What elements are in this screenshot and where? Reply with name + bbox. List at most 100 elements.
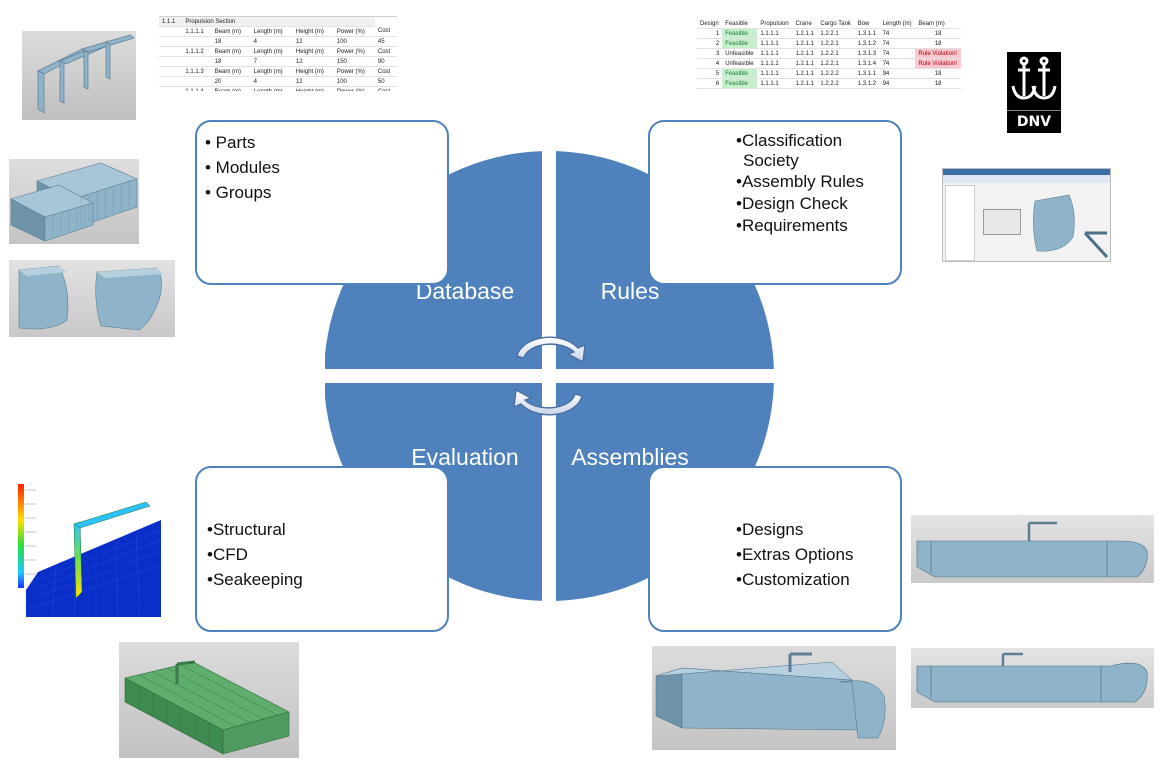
bow-shapes-render-image	[9, 260, 175, 337]
table-cell: 12	[292, 56, 334, 67]
header-cell: Height (m)	[292, 46, 334, 57]
header-cell: Power (%)	[333, 66, 375, 77]
database-item: • Modules	[205, 158, 280, 177]
table-cell: 18	[915, 68, 961, 79]
header-cell: Height (m)	[292, 26, 334, 37]
ship-3d-render-image	[652, 646, 896, 750]
rules-label: Rules	[600, 278, 660, 304]
section-id: 1.1.1	[159, 16, 183, 27]
table-cell: 1.3.1.2	[854, 38, 880, 49]
table-cell: 12	[292, 36, 334, 47]
header-cell: Cargo Tank	[817, 19, 855, 29]
table-cell: 5	[697, 68, 723, 79]
header-cell: Bow	[854, 19, 880, 29]
cycle-arrows-icon	[513, 336, 586, 416]
feasible-cell: Feasible	[722, 38, 758, 49]
evaluation-item: •Structural	[207, 520, 286, 539]
table-cell: 1.1.1.1	[757, 78, 793, 89]
header-cell: Power (%)	[333, 86, 375, 91]
header-cell: Power (%)	[333, 26, 375, 37]
rules-item: Society	[743, 151, 799, 170]
header-cell: Beam (m)	[915, 19, 961, 29]
table-cell: 1	[697, 28, 723, 39]
table-cell: 1.3.1.2	[854, 78, 880, 89]
table-cell: 4	[697, 58, 723, 69]
header-cell: Height (m)	[292, 66, 334, 77]
header-cell: Beam (m)	[211, 26, 251, 37]
table-cell: 18	[915, 38, 961, 49]
evaluation-item: •Seakeeping	[207, 570, 303, 589]
assemblies-item: •Extras Options	[736, 545, 854, 564]
header-cell: Power (%)	[333, 46, 375, 57]
table-cell: 1.3.1.1	[854, 28, 880, 39]
assemblies-box: •Designs •Extras Options •Customization	[648, 466, 902, 632]
rules-item: •Assembly Rules	[736, 172, 864, 191]
rules-item: •Requirements	[736, 216, 848, 235]
table-cell: 18	[915, 28, 961, 39]
feasible-cell: Feasible	[722, 78, 758, 89]
table-cell: 1.2.1.1	[792, 78, 818, 89]
table-cell: 50	[374, 76, 397, 87]
header-cell: Length (m)	[879, 19, 916, 29]
header-cell: Length (m)	[250, 66, 293, 77]
feasible-cell: Feasible	[722, 28, 758, 39]
table-cell: 4	[250, 76, 293, 87]
header-cell: Cost	[374, 46, 397, 57]
table-cell: 12	[292, 76, 334, 87]
fea-stress-render-image	[16, 480, 161, 617]
table-cell: 1.2.2.1	[817, 38, 855, 49]
table-cell: 74	[879, 48, 916, 59]
table-cell: 1.3.1.3	[854, 48, 880, 59]
table-cell: 100	[333, 36, 375, 47]
table-cell: 20	[211, 76, 251, 87]
table-cell: 1.2.1.1	[792, 28, 818, 39]
header-cell: Propulsion	[757, 19, 793, 29]
violation-cell: Rule Violation!	[915, 48, 961, 59]
violation-cell: Rule Violation!	[915, 58, 961, 69]
unfeasible-cell: Unfeasible	[722, 48, 758, 59]
table-cell: 150	[333, 56, 375, 67]
table-cell: 1.2.1.1	[792, 68, 818, 79]
table-cell: 18	[211, 56, 251, 67]
table-cell: 1.2.2.2	[817, 68, 855, 79]
table-cell: 1.2.2.1	[817, 28, 855, 39]
table-cell: 94	[879, 78, 916, 89]
table-cell: 45	[374, 36, 397, 47]
dnv-logo: DNV	[1007, 52, 1061, 133]
frames-render-image	[22, 31, 136, 120]
header-cell: Length (m)	[250, 86, 293, 91]
table-cell: 1.2.1.1	[792, 38, 818, 49]
anchor-icon	[1011, 56, 1057, 100]
table-cell: 1.1.1.1	[757, 68, 793, 79]
table-cell: 3	[697, 48, 723, 59]
rules-item: •Design Check	[736, 194, 848, 213]
dnv-logo-text: DNV	[1007, 110, 1061, 130]
table-cell: 2	[697, 38, 723, 49]
rules-item: •Classification	[736, 131, 843, 150]
evaluation-box: •Structural •CFD •Seakeeping	[195, 466, 449, 632]
table-cell: 7	[250, 56, 293, 67]
table-cell: 94	[879, 68, 916, 79]
design-table: Design Feasible Propulsion Crane Cargo T…	[697, 19, 961, 89]
table-cell: 1.1.1.1	[757, 28, 793, 39]
cad-software-screenshot-image	[942, 168, 1111, 262]
table-cell: 1.2.1.1	[792, 58, 818, 69]
header-cell: Beam (m)	[211, 46, 251, 57]
header-cell: Beam (m)	[211, 86, 251, 91]
header-cell: Crane	[792, 19, 818, 29]
green-module-render-image	[119, 642, 299, 758]
propulsion-table: 1.1.1 Propulsion Section 1.1.1.1 Beam (m…	[159, 16, 397, 91]
header-cell: Cost	[374, 26, 397, 37]
unfeasible-cell: Unfeasible	[722, 58, 758, 69]
table-cell: 74	[879, 28, 916, 39]
table-cell: 1.3.1.4	[854, 58, 880, 69]
evaluation-label: Evaluation	[411, 444, 519, 470]
table-cell: 1.1.1.1	[757, 58, 793, 69]
table-cell: 18	[211, 36, 251, 47]
header-cell: Height (m)	[292, 86, 334, 91]
table-cell: 18	[915, 78, 961, 89]
header-cell: Design	[697, 19, 723, 29]
header-cell: Cost	[374, 66, 397, 77]
table-cell: 6	[697, 78, 723, 89]
evaluation-item: •CFD	[207, 545, 248, 564]
